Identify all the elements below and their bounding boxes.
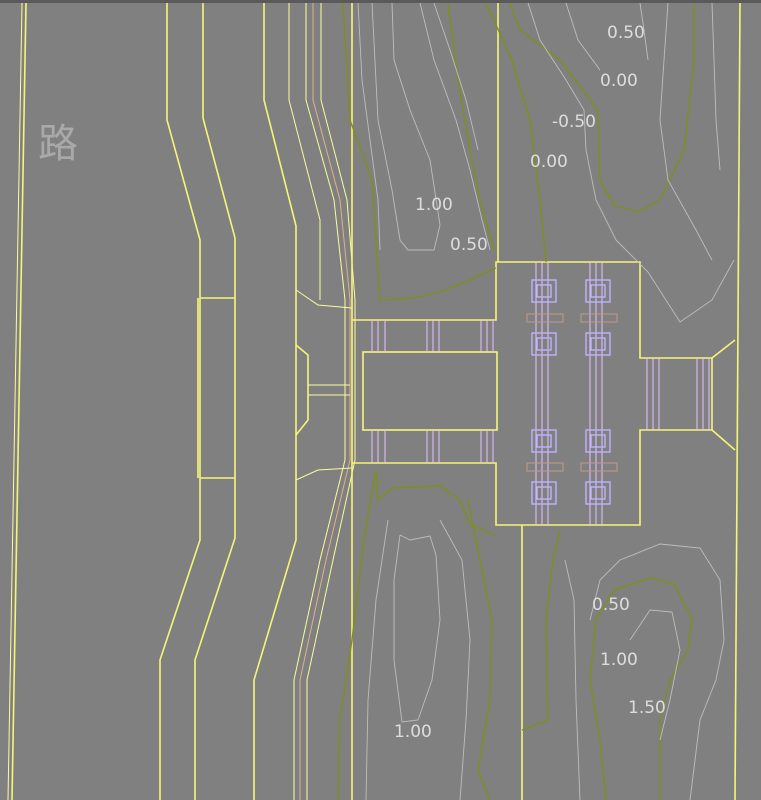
sluice-structure <box>351 2 741 800</box>
top-border <box>0 0 761 3</box>
piles <box>526 279 618 505</box>
contour-label: 1.00 <box>415 195 453 215</box>
contour-label: 0.00 <box>600 71 638 91</box>
pier-lines <box>371 262 710 525</box>
contour-label: 0.00 <box>530 152 568 172</box>
contour-label: 0.50 <box>607 23 645 43</box>
contour-label: 0.50 <box>592 595 630 615</box>
minor-contours <box>357 2 735 800</box>
contour-label: 0.50 <box>450 235 488 255</box>
contour-label: 1.50 <box>628 698 666 718</box>
left-road-edges <box>7 2 27 800</box>
contour-labels: 0.50 0.00 -0.50 0.00 1.00 0.50 0.50 1.00… <box>394 23 666 742</box>
major-contours <box>337 2 695 800</box>
road-label: 路 <box>38 121 78 167</box>
contour-label: -0.50 <box>552 112 596 132</box>
channel-banks <box>253 3 356 800</box>
contour-label: 1.00 <box>600 650 638 670</box>
road-bend <box>159 3 236 800</box>
contour-label: 1.00 <box>394 722 432 742</box>
